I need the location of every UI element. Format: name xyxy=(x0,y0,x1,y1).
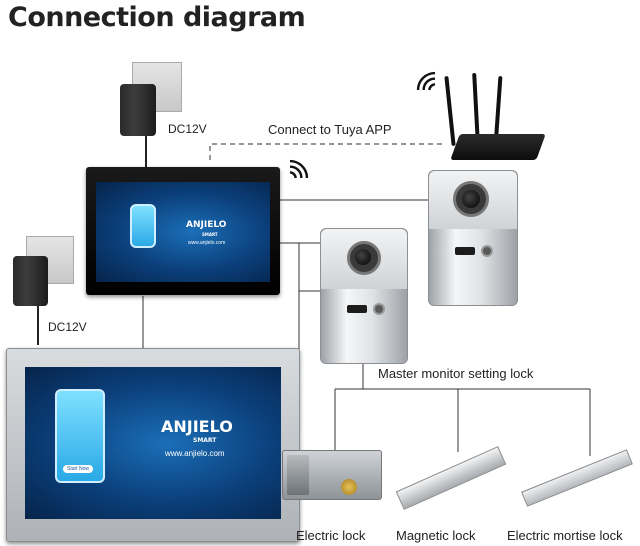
brand-logo: ANJIELO xyxy=(186,220,227,230)
rfid-icon-front xyxy=(347,305,367,313)
router-icon xyxy=(450,134,546,160)
rfid-icon xyxy=(455,247,475,255)
camera-icon-front xyxy=(347,241,381,275)
plug-adapter-icon-bottom xyxy=(13,256,48,306)
brand-logo-sub: SMART xyxy=(202,232,218,237)
start-now-button: Start Now xyxy=(63,465,93,473)
tuya-label: Connect to Tuya APP xyxy=(268,122,392,137)
dc12v-label-bottom: DC12V xyxy=(48,320,87,334)
plug-adapter-icon xyxy=(120,84,156,136)
router-wifi-icon xyxy=(416,71,436,91)
outdoor-station-2 xyxy=(428,170,518,306)
wifi-icon xyxy=(289,159,309,179)
indoor-monitor-small: ANJIELO SMART www.anjielo.com xyxy=(86,167,280,295)
lock-caption-electric: Electric lock xyxy=(296,528,366,543)
monitor-small-screen: ANJIELO SMART www.anjielo.com xyxy=(96,182,270,282)
brand-logo-large: ANJIELO xyxy=(161,417,233,436)
phone-image xyxy=(130,204,156,248)
brand-url-large: www.anjielo.com xyxy=(165,449,225,458)
page-title: Connection diagram xyxy=(8,2,306,33)
electric-lock-image xyxy=(282,450,382,500)
phone-image-large: Start Now xyxy=(55,389,105,483)
indoor-monitor-large: Start Now ANJIELO SMART www.anjielo.com xyxy=(6,348,300,542)
outdoor-station-1 xyxy=(320,228,408,364)
monitor-large-screen: Start Now ANJIELO SMART www.anjielo.com xyxy=(25,367,281,519)
brand-url: www.anjielo.com xyxy=(188,240,226,246)
keyhole-icon-front xyxy=(373,303,385,315)
brand-logo-sub-large: SMART xyxy=(193,437,217,444)
camera-icon xyxy=(453,181,489,217)
lock-caption-mortise: Electric mortise lock xyxy=(507,528,623,543)
camera-lens-front xyxy=(355,249,371,265)
master-lock-label: Master monitor setting lock xyxy=(378,366,534,381)
dc12v-label-top: DC12V xyxy=(168,122,207,136)
tuya-dashed-line xyxy=(209,143,445,160)
keyhole-icon xyxy=(481,245,493,257)
lock-caption-magnetic: Magnetic lock xyxy=(396,528,476,543)
camera-lens xyxy=(462,190,480,208)
